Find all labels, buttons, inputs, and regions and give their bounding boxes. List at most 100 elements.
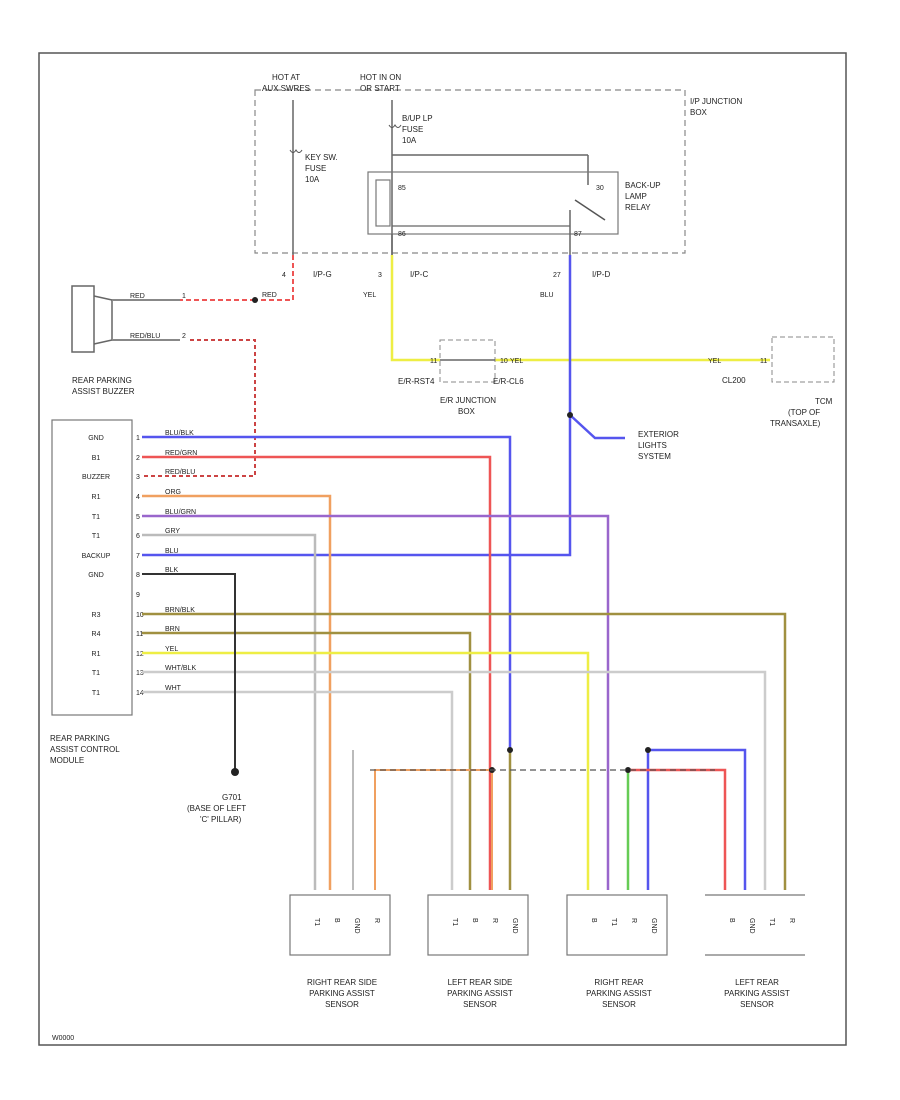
module-wire-label: BLU xyxy=(165,548,179,555)
module-wires xyxy=(142,435,787,890)
wire-blue-exterior xyxy=(569,414,625,440)
module-pin-name: GND xyxy=(88,572,104,579)
module-wire xyxy=(142,631,472,890)
er-pin-right: 10 xyxy=(500,358,508,365)
tcm-label-3: TRANSAXLE) xyxy=(770,419,821,428)
exterior-lights-label-2: LIGHTS xyxy=(638,441,667,450)
module-label-2: ASSIST CONTROL xyxy=(50,745,120,754)
hot-in-on-label-1: HOT IN ON xyxy=(360,73,401,82)
module-wire xyxy=(142,651,590,890)
module-pin-number: 9 xyxy=(136,592,140,599)
sensor-pin: T1 xyxy=(768,918,775,926)
module-pin-number: 12 xyxy=(136,651,144,658)
conn-pin-4: 4 xyxy=(282,272,286,279)
module-wire-label: GRY xyxy=(165,528,180,535)
buzzer-pin1: 1 xyxy=(182,293,186,300)
splice-dot xyxy=(507,747,513,753)
module-wire xyxy=(142,690,454,890)
module-pin-number: 2 xyxy=(136,455,140,462)
module-wire-label: RED/BLU xyxy=(165,469,195,476)
hot-in-on-label-2: OR START xyxy=(360,84,400,93)
wire-red-buzzer-out xyxy=(142,339,256,477)
key-sw-fuse-label-2: FUSE xyxy=(305,164,326,173)
sensor-label: LEFT REAR xyxy=(735,978,779,987)
backup-fuse-label-3: 10A xyxy=(402,136,417,145)
sensor-pin: GND xyxy=(511,918,518,934)
diagram-frame xyxy=(38,52,847,1046)
splice-dot xyxy=(645,747,651,753)
module-wire xyxy=(142,435,512,750)
sensor-pin: B xyxy=(333,918,340,923)
buzzer-label-1: REAR PARKING xyxy=(72,376,132,385)
ground-label-2: 'C' PILLAR) xyxy=(200,815,242,824)
module-pin-number: 7 xyxy=(136,553,140,560)
tcm-pin: 11 xyxy=(760,358,767,365)
sensor-label: SENSOR xyxy=(602,1000,636,1009)
module-pin-name: BUZZER xyxy=(82,474,110,481)
module-pin-name: T1 xyxy=(92,533,100,540)
sensor-label: RIGHT REAR xyxy=(594,978,643,987)
sensor-wire xyxy=(628,768,727,890)
ground-icon xyxy=(231,768,239,776)
sensor-pin: GND xyxy=(748,918,755,934)
module-pin-name: T1 xyxy=(92,514,100,521)
module-wire xyxy=(142,533,317,890)
sensor-pin: GND xyxy=(650,918,657,934)
sensor-pin: R xyxy=(491,918,498,923)
relay-label-3: RELAY xyxy=(625,203,651,212)
module-pin-number: 6 xyxy=(136,533,140,540)
module-pin-number: 11 xyxy=(136,631,143,638)
wire-yellow-backup xyxy=(390,255,440,362)
ip-junction-label-1: I/P JUNCTION xyxy=(690,97,743,106)
module-wire-label: WHT xyxy=(165,685,182,692)
tcm-label-2: (TOP OF xyxy=(788,408,820,417)
backup-fuse-label-1: B/UP LP xyxy=(402,114,433,123)
buzzer-label-2: ASSIST BUZZER xyxy=(72,387,135,396)
tcm: YEL 11 CL200 TCM (TOP OF TRANSAXLE) xyxy=(708,336,835,428)
module-pin-name: R1 xyxy=(92,651,101,658)
module-label-3: MODULE xyxy=(50,756,84,765)
sensor-pin: R xyxy=(788,918,795,923)
relay-pin-87: 87 xyxy=(574,231,582,238)
sensor-pin: B xyxy=(728,918,735,923)
module-wire-label: BRN/BLK xyxy=(165,607,195,614)
er-junction-box: 11 10 YEL E/R-RST4 E/R-CL6 E/R JUNCTION … xyxy=(398,339,524,416)
ground-code: G701 xyxy=(222,793,242,802)
sensor-pin: T1 xyxy=(451,918,458,926)
connector-labels: 4 I/P-G 3 I/P-C 27 I/P-D RED YEL BLU xyxy=(262,270,610,299)
er-right-conn: E/R-CL6 xyxy=(493,377,524,386)
sensor-label: PARKING ASSIST xyxy=(724,989,790,998)
module-pin-name: T1 xyxy=(92,670,100,677)
module-pin-number: 1 xyxy=(136,435,140,442)
buzzer-wire1-label: RED xyxy=(130,293,145,300)
exterior-lights-label-3: SYSTEM xyxy=(638,452,671,461)
er-label-1: E/R JUNCTION xyxy=(440,396,496,405)
module-pin-name: BACKUP xyxy=(82,553,111,560)
exterior-lights-label-1: EXTERIOR xyxy=(638,430,679,439)
module-wire-label: WHT/BLK xyxy=(165,665,196,672)
er-pin-left: 11 xyxy=(430,358,437,365)
module-pin-number: 10 xyxy=(136,612,144,619)
module-pin-number: 4 xyxy=(136,494,140,501)
module-pin-number: 8 xyxy=(136,572,140,579)
module-wire-label: YEL xyxy=(165,646,178,653)
module-wire xyxy=(142,670,767,890)
module-wire-label: BLU/BLK xyxy=(165,430,194,437)
sensor-pin: B xyxy=(471,918,478,923)
key-sw-fuse-label-3: 10A xyxy=(305,175,320,184)
tcm-wire-label: YEL xyxy=(708,358,721,365)
backup-fuse-label-2: FUSE xyxy=(402,125,423,134)
sensor-wire xyxy=(646,748,747,890)
sensor-label: PARKING ASSIST xyxy=(586,989,652,998)
module-wire xyxy=(142,494,332,890)
conn-ipd: I/P-D xyxy=(592,270,610,279)
er-left-conn: E/R-RST4 xyxy=(398,377,435,386)
ip-junction-box: I/P JUNCTION BOX HOT AT AUX SWRES HOT IN… xyxy=(254,73,743,255)
tcm-label-1: TCM xyxy=(815,397,833,406)
wire-red-buzzer xyxy=(255,255,294,301)
conn-ipg: I/P-G xyxy=(313,270,332,279)
